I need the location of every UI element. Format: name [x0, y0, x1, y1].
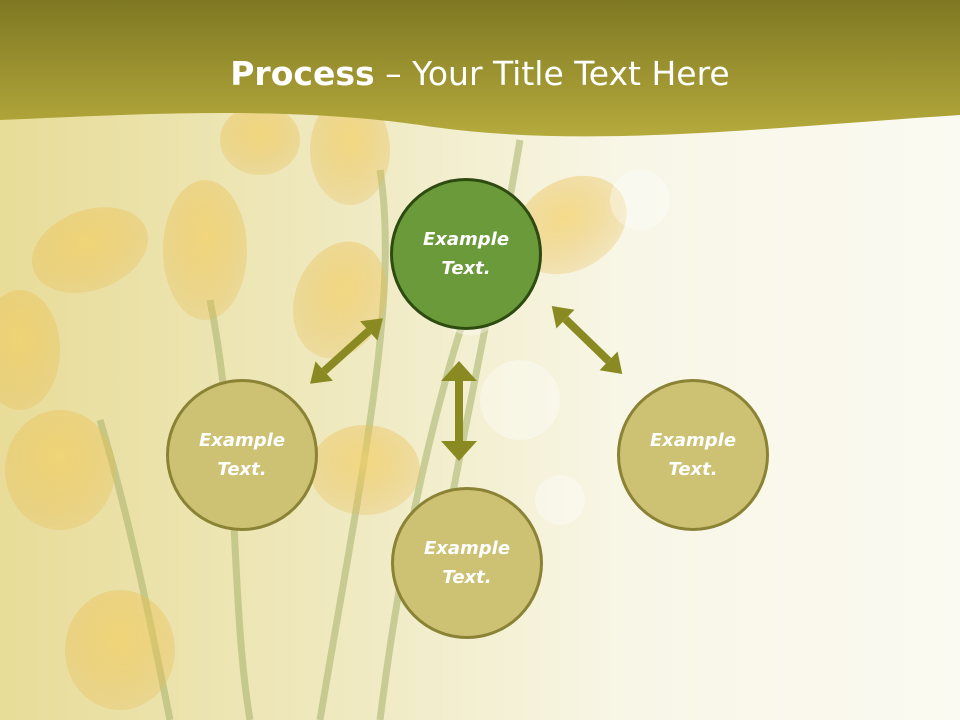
tulip-stems	[96, 139, 524, 720]
node-text-line1: Example	[649, 430, 737, 451]
bottom-node: Example Text.	[391, 487, 543, 639]
right-node: Example Text.	[617, 379, 769, 531]
left-node: Example Text.	[166, 379, 318, 531]
double-arrow-icon	[551, 305, 623, 375]
double-arrow-icon	[441, 361, 477, 461]
node-text-line2: Text.	[441, 258, 491, 279]
slide-title: Process – Your Title Text Here	[0, 52, 960, 96]
node-text-line2: Text.	[442, 567, 492, 588]
header-band	[0, 0, 960, 137]
title-bold-part: Process	[230, 54, 375, 93]
center-node: Example Text.	[390, 178, 542, 330]
node-text-line1: Example	[422, 229, 510, 250]
title-rest-part: – Your Title Text Here	[374, 54, 730, 93]
tulip-background	[0, 95, 627, 710]
double-arrow-icon	[310, 318, 383, 384]
node-text-line2: Text.	[217, 459, 267, 480]
node-text-line1: Example	[198, 430, 286, 451]
node-text-line1: Example	[423, 538, 511, 559]
node-text-line2: Text.	[668, 459, 718, 480]
